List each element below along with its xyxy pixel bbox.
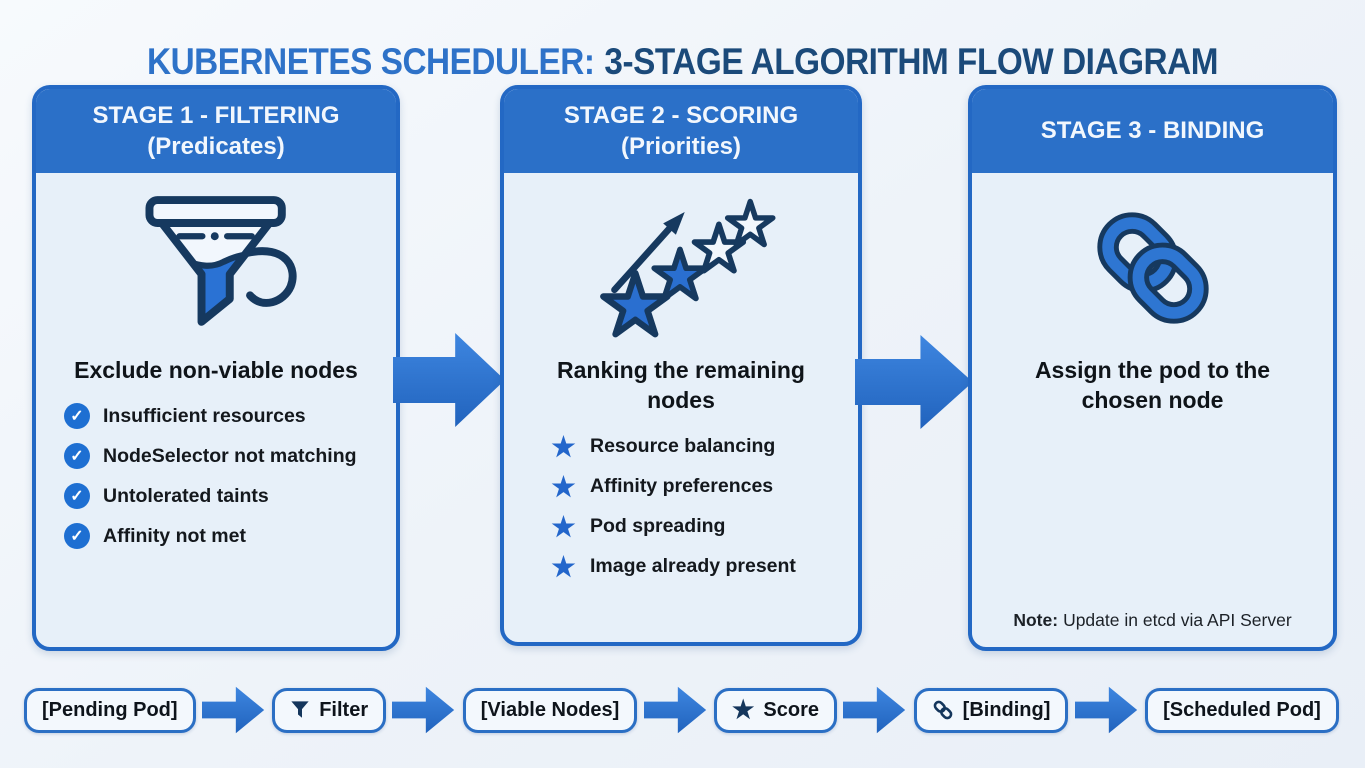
list-item: ✓ NodeSelector not matching [64,443,357,470]
list-item-label: Insufficient resources [103,404,306,427]
list-item-label: Resource balancing [590,435,776,458]
flow-step-label: [Scheduled Pod] [1163,698,1321,721]
flow-arrow [392,686,455,734]
chain-link-icon [1096,212,1209,324]
list-item-label: NodeSelector not matching [103,444,357,467]
list-item: ★ Pod spreading [550,511,796,542]
list-item: ✓ Insufficient resources [64,403,357,430]
flow-arrow [843,686,906,734]
list-item-label: Pod spreading [590,515,726,538]
title-part-2: 3-STAGE ALGORITHM FLOW DIAGRAM [604,40,1219,82]
list-item: ★ Resource balancing [550,431,796,462]
list-item-label: Image already present [590,555,796,578]
flow-step-label: Filter [319,698,369,721]
stage-1-heading: Exclude non-viable nodes [74,357,358,383]
stage-2-header: STAGE 2 - SCORING (Priorities) [504,89,858,173]
stage-2-header-line2: (Priorities) [620,133,742,160]
check-circle-icon: ✓ [64,403,90,430]
stage-2-body: Ranking the remaining nodes ★ Resource ba… [504,173,858,642]
list-item-label: Affinity not met [103,524,246,547]
flow-step-label: [Viable Nodes] [480,698,620,721]
star-icon: ★ [551,431,576,462]
flow-bar: [Pending Pod] Filter [Viable Nodes] ★ Sc… [24,682,1339,738]
stage-1-filtering-card: STAGE 1 - FILTERING (Predicates) Exclude… [32,85,400,651]
stage-1-header-line1: STAGE 1 - FILTERING [92,101,340,129]
flow-step-filter: Filter [272,687,387,733]
stage-3-header-line1: STAGE 3 - BINDING [1040,117,1265,145]
list-item: ★ Image already present [550,551,796,582]
stage-1-header: STAGE 1 - FILTERING (Predicates) [36,89,396,173]
list-item-label: Untolerated taints [103,484,269,507]
stage-2-heading: Ranking the remaining nodes [557,357,805,414]
check-circle-icon: ✓ [64,443,90,470]
star-icon: ★ [731,696,755,724]
stage-3-note: Note:Update in etcd via API Server [972,610,1333,631]
list-item-label: Affinity preferences [590,475,774,498]
stage-3-body: Assign the pod to the chosen node Note:U… [972,173,1333,647]
stage-3-binding-card: STAGE 3 - BINDING Assign the pod to the … [968,85,1337,651]
star-icon: ★ [551,511,576,542]
note-label: Note: [1013,610,1059,630]
title-part-1: KUBERNETES SCHEDULER: [146,40,595,82]
flow-step-label: [Pending Pod] [42,698,178,721]
flow-step-scheduled-pod: [Scheduled Pod] [1145,687,1339,733]
stage-2-scoring-card: STAGE 2 - SCORING (Priorities) Ranking t… [500,85,862,646]
star-icon: ★ [551,471,576,502]
star-icon: ★ [551,551,576,582]
link-icon [932,699,954,721]
stage-arrow-2 [855,335,973,429]
flow-arrow [1074,686,1137,734]
list-item: ✓ Untolerated taints [64,483,357,510]
flow-arrow [201,686,265,734]
flow-step-binding: [Binding] [913,687,1069,733]
flow-step-score: ★ Score [713,687,837,733]
stage-1-body: Exclude non-viable nodes ✓ Insufficient r… [36,173,396,647]
note-text: Update in etcd via API Server [1063,610,1292,630]
stage-arrow-1 [393,333,505,427]
flow-arrow [643,686,706,734]
flow-step-pending-pod: [Pending Pod] [24,687,196,733]
funnel-icon [145,196,297,326]
check-circle-icon: ✓ [64,483,90,510]
stage-1-header-line2: (Predicates) [147,133,285,160]
stage-1-list: ✓ Insufficient resources ✓ NodeSelector no… [36,403,363,550]
flow-step-label: [Binding] [962,698,1051,721]
flow-step-label: Score [763,698,819,721]
flow-step-viable-nodes: [Viable Nodes] [462,687,638,733]
stage-3-heading: Assign the pod to the chosen node [1034,357,1271,414]
check-circle-icon: ✓ [64,523,90,550]
page-title: KUBERNETES SCHEDULER:3-STAGE ALGORITHM F… [68,41,1297,83]
stage-2-list: ★ Resource balancing ★ Affinity preference… [504,431,802,582]
stage-3-header: STAGE 3 - BINDING [972,89,1333,173]
rising-stars-icon [586,193,776,343]
list-item: ★ Affinity preferences [550,471,796,502]
funnel-icon [290,700,310,720]
list-item: ✓ Affinity not met [64,523,357,550]
stage-2-header-line1: STAGE 2 - SCORING [563,101,799,129]
